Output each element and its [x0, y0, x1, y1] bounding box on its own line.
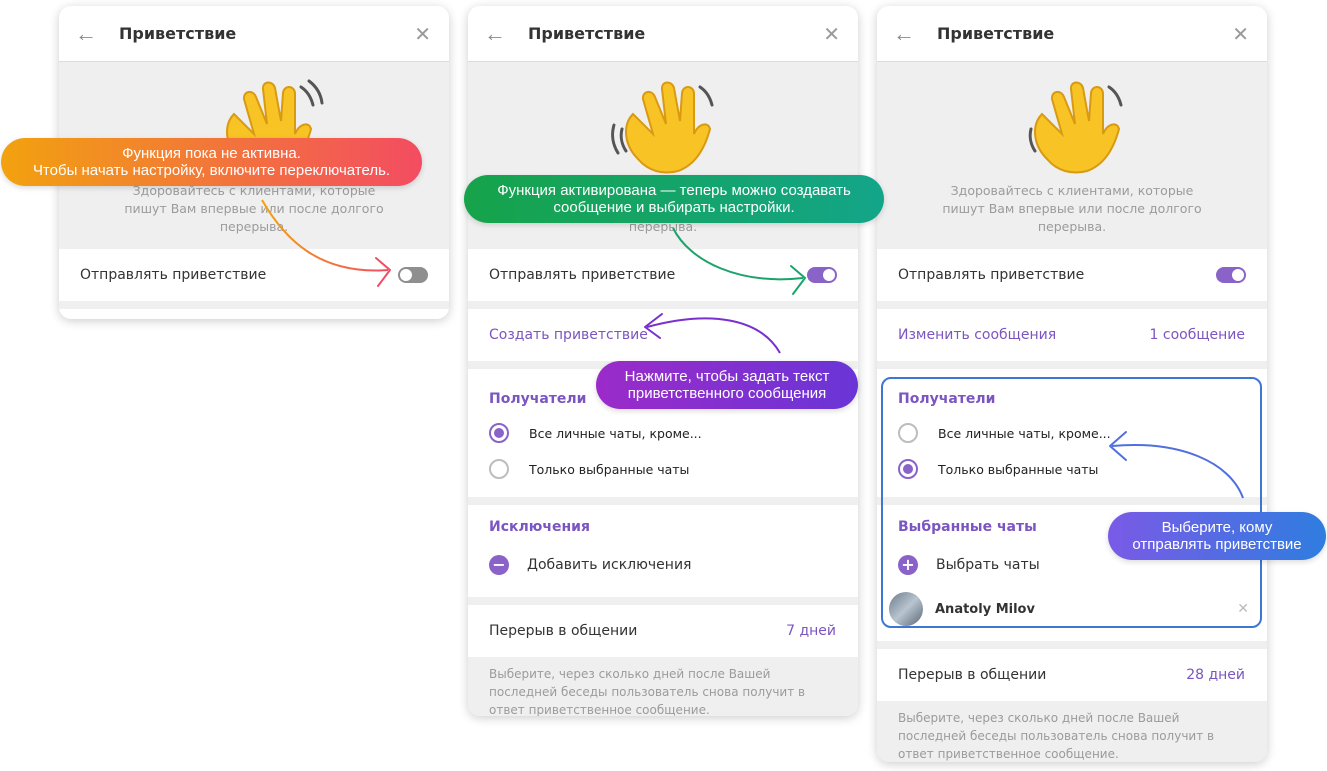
- intro-section: Здоровайтесь с клиентами, которые пишут …: [877, 62, 1267, 249]
- spacer: [877, 487, 1267, 497]
- radio-button-selected[interactable]: [898, 459, 918, 479]
- divider: [468, 597, 858, 605]
- send-greeting-label: Отправлять приветствие: [898, 267, 1085, 283]
- arrow-to-recipients: [1109, 431, 1244, 499]
- panel-header: ← Приветствие ✕: [468, 6, 858, 62]
- break-row[interactable]: Перерыв в общении 28 дней: [877, 649, 1267, 701]
- send-greeting-toggle[interactable]: [398, 267, 428, 283]
- intro-description: Здоровайтесь с клиентами, которые пишут …: [124, 183, 384, 234]
- callout-activated: Функция активирована — теперь можно созд…: [464, 175, 884, 223]
- break-label: Перерыв в общении: [898, 667, 1047, 683]
- break-footnote: Выберите, через сколько дней после Вашей…: [877, 701, 1267, 762]
- close-icon[interactable]: ✕: [1232, 24, 1249, 46]
- radio-button[interactable]: [489, 459, 509, 479]
- divider: [877, 497, 1267, 505]
- callout-inactive: Функция пока не активна. Чтобы начать на…: [1, 138, 422, 186]
- send-greeting-row[interactable]: Отправлять приветствие: [59, 249, 449, 301]
- close-icon[interactable]: ✕: [823, 24, 840, 46]
- spacer: [468, 587, 858, 597]
- send-greeting-label: Отправлять приветствие: [80, 267, 267, 283]
- send-greeting-row[interactable]: Отправлять приветствие: [877, 249, 1267, 301]
- radio-all-chats[interactable]: Все личные чаты, кроме...: [468, 415, 858, 451]
- plus-circle-icon[interactable]: +: [898, 555, 918, 575]
- back-arrow-icon[interactable]: ←: [75, 20, 97, 46]
- spacer: [877, 631, 1267, 641]
- add-exceptions-row[interactable]: − Добавить исключения: [468, 543, 858, 587]
- page-title: Приветствие: [528, 24, 646, 43]
- back-arrow-icon[interactable]: ←: [484, 20, 506, 46]
- remove-contact-icon[interactable]: ✕: [1237, 601, 1249, 617]
- messages-count: 1 сообщение: [1149, 327, 1245, 343]
- page-title: Приветствие: [937, 24, 1055, 43]
- spacer: [468, 487, 858, 497]
- send-greeting-toggle[interactable]: [1216, 267, 1246, 283]
- radio-button[interactable]: [898, 423, 918, 443]
- panel-header: ← Приветствие ✕: [59, 6, 449, 62]
- break-row[interactable]: Перерыв в общении 7 дней: [468, 605, 858, 657]
- back-arrow-icon[interactable]: ←: [893, 20, 915, 46]
- minus-circle-icon[interactable]: −: [489, 555, 509, 575]
- break-value[interactable]: 28 дней: [1186, 667, 1245, 683]
- edit-messages-link[interactable]: Изменить сообщения: [898, 327, 1057, 343]
- waving-hand-icon: [1028, 81, 1123, 174]
- radio-selected-chats[interactable]: Только выбранные чаты: [468, 451, 858, 487]
- send-greeting-label: Отправлять приветствие: [489, 267, 676, 283]
- divider: [468, 497, 858, 505]
- create-greeting-link[interactable]: Создать приветствие: [489, 327, 648, 343]
- panel-header: ← Приветствие ✕: [877, 6, 1267, 62]
- send-greeting-toggle[interactable]: [807, 267, 837, 283]
- close-icon[interactable]: ✕: [414, 24, 431, 46]
- waving-hand-icon: [611, 81, 714, 174]
- radio-button-selected[interactable]: [489, 423, 509, 443]
- avatar: [889, 592, 923, 626]
- greeting-panel-configured: ← Приветствие ✕ Здоровайтесь с клиентами…: [877, 6, 1267, 762]
- arrow-to-toggle-off: [261, 199, 391, 287]
- divider: [877, 641, 1267, 649]
- page-title: Приветствие: [119, 24, 237, 43]
- arrow-to-create-greeting: [644, 313, 781, 354]
- edit-messages-row[interactable]: Изменить сообщения 1 сообщение: [877, 309, 1267, 361]
- arrow-to-toggle-on: [672, 227, 806, 295]
- create-greeting-row[interactable]: Создать приветствие: [468, 309, 858, 361]
- divider: [877, 361, 1267, 369]
- intro-description: Здоровайтесь с клиентами, которые пишут …: [942, 183, 1202, 234]
- divider: [59, 301, 449, 309]
- divider: [468, 301, 858, 309]
- contact-row[interactable]: Anatoly Milov ✕: [877, 587, 1267, 631]
- divider: [877, 301, 1267, 309]
- recipients-title: Получатели: [877, 369, 1267, 415]
- exceptions-title: Исключения: [468, 505, 858, 543]
- callout-create-greeting: Нажмите, чтобы задать текст приветственн…: [596, 361, 858, 409]
- break-footnote: Выберите, через сколько дней после Вашей…: [468, 657, 858, 716]
- radio-all-chats[interactable]: Все личные чаты, кроме...: [877, 415, 1267, 451]
- callout-choose-recipients: Выберите, кому отправлять приветствие: [1108, 512, 1326, 560]
- break-value[interactable]: 7 дней: [786, 623, 836, 639]
- break-label: Перерыв в общении: [489, 623, 638, 639]
- contact-name: Anatoly Milov: [935, 601, 1035, 617]
